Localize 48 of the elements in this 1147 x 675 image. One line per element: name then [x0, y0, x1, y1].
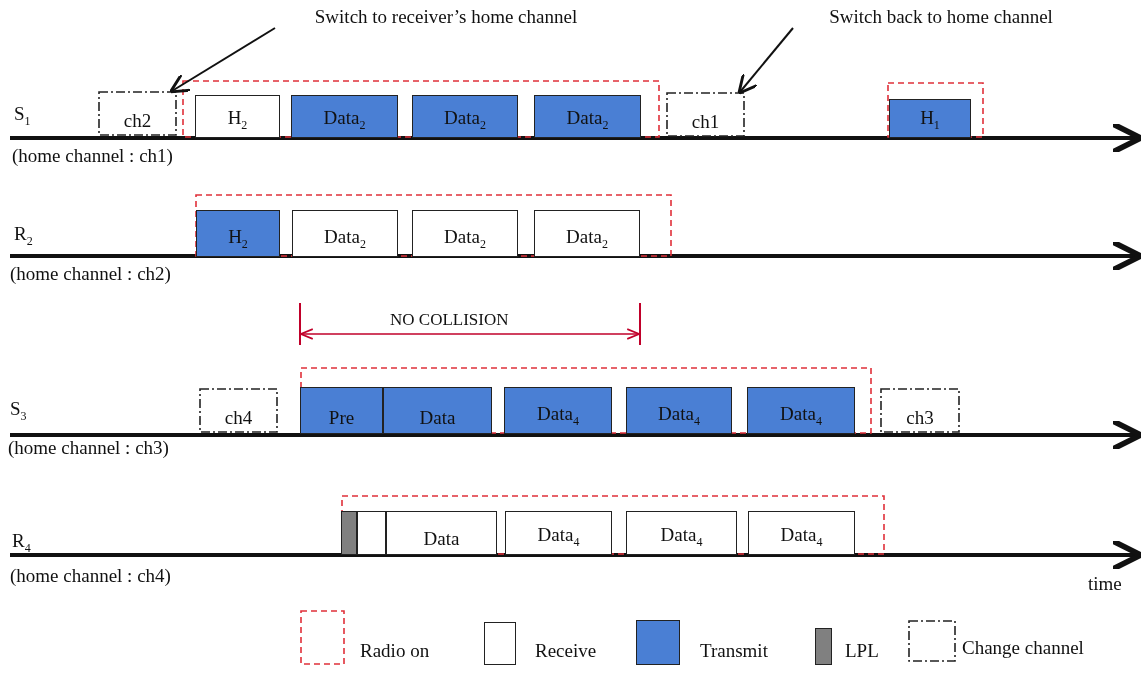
- radio-on-box: [300, 367, 872, 434]
- transmit-frame-box: Data: [383, 387, 492, 434]
- legend-label: LPL: [845, 641, 879, 662]
- transmit-frame-box: Data$_{4}$: [504, 387, 612, 434]
- receive-frame-box: H$_{2}$: [195, 95, 280, 138]
- receive-frame-box: Data: [386, 511, 497, 555]
- transmit-frame-box: Data$_{2}$: [534, 95, 641, 138]
- legend-label: Receive: [535, 641, 597, 662]
- receive-frame-box: Data$_{2}$: [534, 210, 640, 257]
- transmit-frame-box: Data$_{4}$: [626, 387, 732, 434]
- signal-name: S$_{1}$: [14, 104, 31, 128]
- legend-label: Transmit: [700, 641, 768, 662]
- receive-frame-box: Data$_{4}$: [626, 511, 737, 555]
- radio-on-box: [182, 80, 660, 138]
- receive-frame-box: Data$_{4}$: [748, 511, 855, 555]
- radio-on-box: [887, 82, 984, 138]
- leader-line: [737, 27, 794, 95]
- receive-frame-box: Data$_{2}$: [412, 210, 518, 257]
- lpl-bar: [341, 511, 357, 555]
- radio-on-box: [341, 495, 885, 555]
- channel-note: (home channel : ch3): [8, 438, 169, 459]
- leader-line: [169, 27, 276, 94]
- transmit-frame-box: Data$_{4}$: [747, 387, 855, 434]
- channel-switch-box: ch4: [199, 388, 278, 433]
- signal-name: S$_{3}$: [10, 399, 27, 423]
- channel-note: (home channel : ch2): [10, 264, 171, 285]
- channel-note: (home channel : ch4): [10, 566, 171, 587]
- dimension-label: NO COLLISION: [390, 311, 509, 330]
- callout-text: Switch to receiver’s home channel: [275, 4, 617, 28]
- receive-frame-box: [357, 511, 386, 555]
- signal-name: R$_{2}$: [14, 224, 33, 248]
- axis-label: time: [1088, 574, 1122, 595]
- transmit-frame-box: H$_{2}$: [196, 210, 280, 257]
- legend-label: Change channel: [962, 638, 1084, 659]
- transmit-frame-box: Pre: [300, 387, 383, 434]
- receive-frame-box: Data$_{2}$: [292, 210, 398, 257]
- signal-name: R$_{4}$: [12, 531, 31, 555]
- channel-switch-box: ch2: [98, 91, 177, 136]
- legend-label: Radio on: [360, 641, 430, 662]
- transmit-frame-box: Data$_{2}$: [412, 95, 518, 138]
- channel-note: (home channel : ch1): [12, 146, 173, 167]
- channel-switch-box: ch1: [666, 92, 745, 137]
- receive-frame-box: Data$_{4}$: [505, 511, 612, 555]
- transmit-frame-box: Data$_{2}$: [291, 95, 398, 138]
- channel-switch-box: ch3: [880, 388, 960, 433]
- callout-text: Switch back to home channel: [793, 4, 1089, 28]
- transmit-frame-box: H$_{1}$: [889, 99, 971, 138]
- radio-on-box: [195, 194, 672, 257]
